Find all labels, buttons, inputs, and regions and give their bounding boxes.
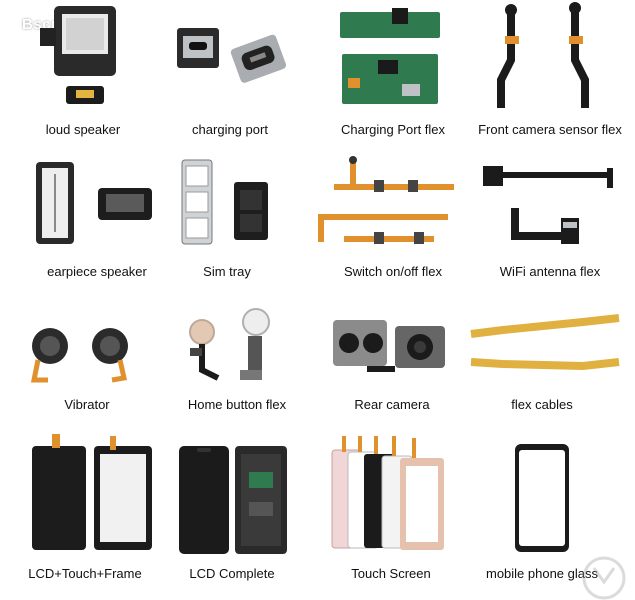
vibrator-icon <box>30 328 128 383</box>
item-label: earpiece speaker <box>47 264 147 279</box>
product-charging-port: charging port <box>151 0 309 145</box>
usb-port-icon <box>177 28 287 83</box>
wifi-flex-icon <box>483 166 613 244</box>
product-rear-camera: Rear camera <box>313 300 471 420</box>
item-label: Switch on/off flex <box>343 264 443 279</box>
lcd-complete-icon <box>179 446 287 554</box>
switch-flex-icon <box>318 156 454 244</box>
product-front-camera-sensor-flex: Front camera sensor flex <box>471 0 629 145</box>
item-label: flex cables <box>511 397 573 412</box>
product-loud-speaker: loud speaker <box>4 0 162 145</box>
product-mobile-phone-glass: mobile phone glass <box>463 432 621 592</box>
item-label: LCD Complete <box>189 566 275 581</box>
touch-screen-icon <box>331 436 444 550</box>
item-label: Vibrator <box>64 397 110 412</box>
product-sim-tray: Sim tray <box>148 152 306 292</box>
home-button-icon <box>189 308 270 381</box>
camera-flex-icon <box>497 2 589 108</box>
item-label: LCD+Touch+Frame <box>28 566 142 581</box>
product-charging-port-flex: Charging Port flex <box>314 0 472 145</box>
speaker-icon <box>40 6 116 104</box>
product-wifi-antenna-flex: WiFi antenna flex <box>471 152 629 292</box>
earpiece-icon <box>36 162 152 244</box>
product-earpiece-speaker: earpiece speaker <box>18 152 176 292</box>
item-label: Touch Screen <box>351 566 431 581</box>
item-label: WiFi antenna flex <box>499 264 601 279</box>
sim-tray-icon <box>181 159 268 245</box>
product-lcd-touch-frame: LCD+Touch+Frame <box>6 432 164 592</box>
charging-flex-icon <box>340 8 440 104</box>
product-home-button-flex: Home button flex <box>158 300 316 420</box>
item-label: Sim tray <box>203 264 251 279</box>
item-label: Rear camera <box>354 397 430 412</box>
item-label: Charging Port flex <box>340 122 446 137</box>
product-lcd-complete: LCD Complete <box>153 432 311 592</box>
product-flex-cables: flex cables <box>463 300 621 420</box>
item-label: Home button flex <box>187 397 287 412</box>
item-label: charging port <box>192 122 268 137</box>
site-logo-icon <box>582 556 626 600</box>
rear-camera-icon <box>333 320 445 372</box>
item-label: mobile phone glass <box>485 566 599 581</box>
product-vibrator: Vibrator <box>8 300 166 420</box>
glass-icon <box>515 444 569 552</box>
item-label: loud speaker <box>45 122 121 137</box>
lcd-frame-icon <box>32 434 152 550</box>
product-touch-screen: Touch Screen <box>312 432 470 592</box>
product-switch-on-off-flex: Switch on/off flex <box>314 152 472 292</box>
flex-cable-icon <box>470 314 620 371</box>
item-label: Front camera sensor flex <box>478 122 622 137</box>
